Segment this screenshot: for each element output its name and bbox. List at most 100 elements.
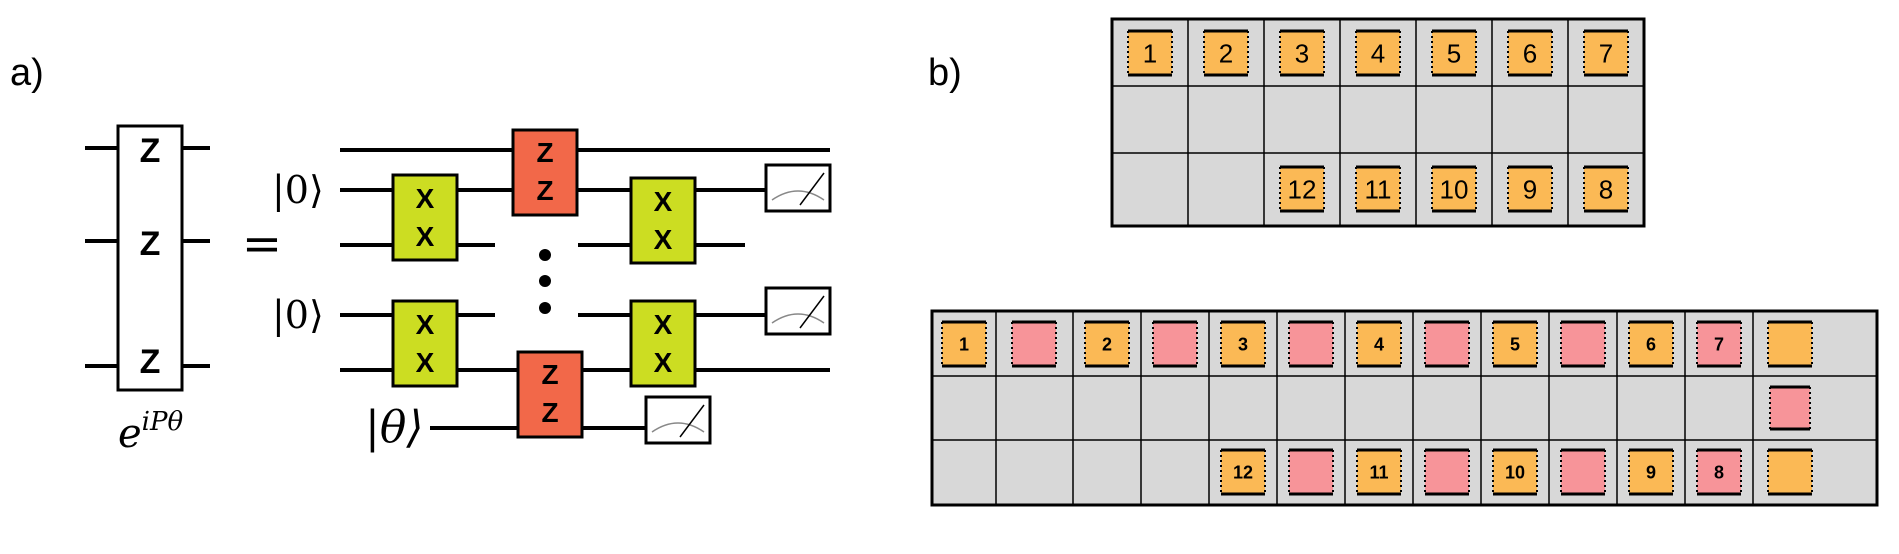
gate-z: Z bbox=[541, 397, 558, 428]
qubit: 11 bbox=[1355, 165, 1401, 213]
qubit bbox=[1769, 385, 1811, 431]
qubit bbox=[1288, 320, 1334, 368]
qubit-label: 8 bbox=[1599, 174, 1613, 204]
qubit-fill bbox=[1432, 167, 1476, 211]
qubit: 3 bbox=[1220, 320, 1266, 368]
qubit: 3 bbox=[1279, 29, 1325, 77]
qubit bbox=[1560, 448, 1606, 496]
qubit-label: 11 bbox=[1365, 174, 1392, 204]
ellipsis-dots bbox=[539, 249, 551, 314]
xx-gate-box bbox=[391, 299, 459, 388]
qubit: 10 bbox=[1492, 448, 1538, 496]
qubit-label: 11 bbox=[1369, 462, 1388, 482]
qubit bbox=[1560, 320, 1606, 368]
qubit-fill bbox=[1425, 322, 1469, 366]
multi-qubit-operator: Z Z Z eiPθ bbox=[85, 124, 210, 457]
zz-gate-box bbox=[516, 350, 584, 439]
dot bbox=[539, 249, 551, 261]
xx-gate: X X bbox=[629, 176, 697, 265]
qubit-fill bbox=[1204, 31, 1248, 75]
xx-gate-box bbox=[629, 299, 697, 388]
qubit bbox=[1288, 448, 1334, 496]
qubit-fill bbox=[1280, 167, 1324, 211]
qubit bbox=[1011, 320, 1057, 368]
qubit-label: 12 bbox=[1233, 462, 1253, 482]
dot bbox=[539, 302, 551, 314]
zz-gate: Z Z bbox=[516, 350, 584, 439]
qubit-fill bbox=[1357, 322, 1401, 366]
measurement-meter bbox=[764, 286, 832, 336]
gate-x: X bbox=[654, 186, 673, 217]
dot bbox=[539, 275, 551, 287]
ket-0-middle: |0⟩ bbox=[272, 293, 324, 337]
panel-b-label: b) bbox=[928, 52, 962, 94]
qubit-label: 6 bbox=[1523, 38, 1537, 68]
meter-arc bbox=[771, 190, 825, 201]
xx-gate-box bbox=[391, 173, 459, 262]
qubit-label: 4 bbox=[1371, 38, 1385, 68]
qubit bbox=[1767, 448, 1813, 496]
qubit-fill bbox=[1153, 322, 1197, 366]
qubit-fill bbox=[1221, 322, 1265, 366]
qubit-fill bbox=[1289, 450, 1333, 494]
meter-arc bbox=[651, 422, 705, 433]
qubit-fill bbox=[1289, 322, 1333, 366]
qubit bbox=[1424, 320, 1470, 368]
qubit-label: 10 bbox=[1505, 462, 1525, 482]
qubit: 5 bbox=[1492, 320, 1538, 368]
qubit-label: 8 bbox=[1714, 462, 1724, 482]
qubit-fill bbox=[1768, 322, 1812, 366]
measurement-meter bbox=[764, 163, 832, 213]
operator-caption: eiPθ bbox=[118, 407, 183, 457]
gate-x: X bbox=[416, 183, 435, 214]
xx-gate: X X bbox=[629, 299, 697, 388]
qubit-fill bbox=[1012, 322, 1056, 366]
qubit: 10 bbox=[1431, 165, 1477, 213]
qubit-fill bbox=[1584, 31, 1628, 75]
gate-z: Z bbox=[536, 137, 553, 168]
qubit-fill bbox=[1770, 387, 1810, 429]
qubit: 2 bbox=[1203, 29, 1249, 77]
qubit: 8 bbox=[1696, 448, 1742, 496]
meter-needle bbox=[799, 172, 825, 206]
qubit: 7 bbox=[1696, 320, 1742, 368]
qubit-label: 7 bbox=[1714, 334, 1724, 354]
qubit bbox=[1424, 448, 1470, 496]
qubit-label: 2 bbox=[1219, 38, 1233, 68]
qubit-fill bbox=[1629, 322, 1673, 366]
operator-z-2: Z bbox=[140, 225, 161, 263]
meter-box bbox=[764, 286, 832, 336]
operator-z-1: Z bbox=[140, 132, 161, 170]
qubit: 9 bbox=[1628, 448, 1674, 496]
qubit: 5 bbox=[1431, 29, 1477, 77]
equals-sign: = bbox=[242, 216, 282, 272]
qubit-fill bbox=[1356, 167, 1400, 211]
panel-a-label: a) bbox=[10, 52, 44, 94]
qubit-fill bbox=[942, 322, 986, 366]
gate-x: X bbox=[416, 221, 435, 252]
zz-gate-box bbox=[511, 128, 579, 217]
qubit-fill bbox=[1128, 31, 1172, 75]
qubit-label: 3 bbox=[1295, 38, 1309, 68]
gate-z: Z bbox=[541, 359, 558, 390]
qubit-fill bbox=[1697, 322, 1741, 366]
qubit-fill bbox=[1356, 31, 1400, 75]
meter-arc bbox=[771, 313, 825, 324]
qubit-fill bbox=[1768, 450, 1812, 494]
qubit-label: 1 bbox=[959, 334, 969, 354]
xx-gate-box bbox=[629, 176, 697, 265]
qubit: 2 bbox=[1084, 320, 1130, 368]
qubit-fill bbox=[1584, 167, 1628, 211]
qubit: 6 bbox=[1507, 29, 1553, 77]
qubit: 7 bbox=[1583, 29, 1629, 77]
gate-x: X bbox=[416, 347, 435, 378]
gate-x: X bbox=[654, 224, 673, 255]
ket-0-top: |0⟩ bbox=[272, 168, 324, 212]
qubit: 1 bbox=[1127, 29, 1173, 77]
meter-needle bbox=[679, 404, 705, 438]
qubit: 11 bbox=[1356, 448, 1402, 496]
measurement-meter bbox=[644, 395, 712, 445]
